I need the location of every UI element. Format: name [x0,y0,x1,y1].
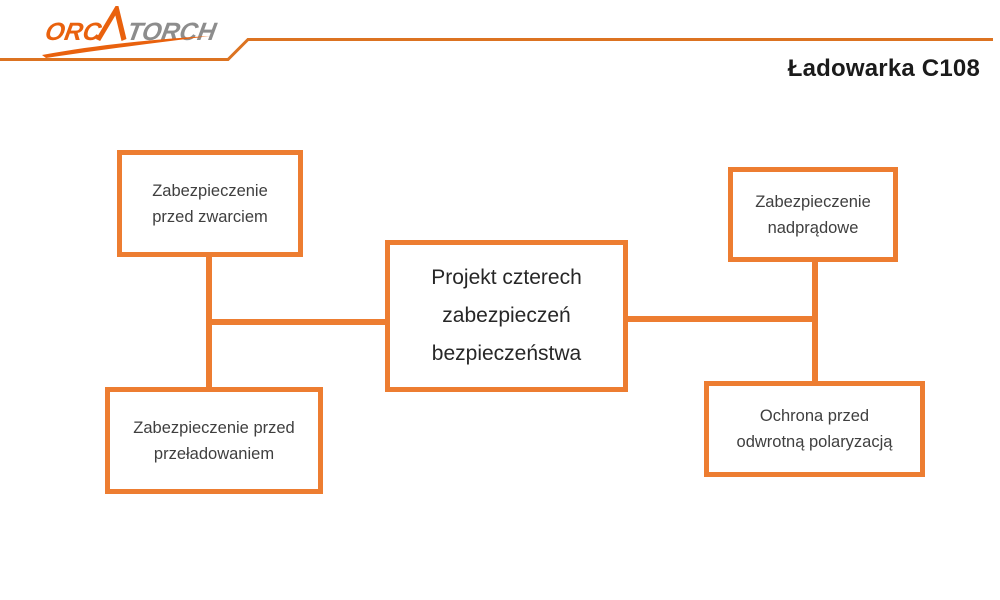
connector-right-vertical [812,262,818,381]
logo-text-orc: ORC [43,18,104,46]
logo-text-torch: TORCH [125,18,218,46]
logo-swoosh-icon [42,36,210,58]
diagram-node-center: Projekt czterech zabezpieczeń bezpieczeń… [385,240,628,392]
connector-right-horizontal [628,316,815,322]
page-title: Ładowarka C108 [787,55,980,82]
diagram-node-overcurrent-protection: Zabezpieczenie nadprądowe [728,167,898,262]
orcatorch-logo: ORC TORCH [42,6,218,58]
connector-left-horizontal [209,319,385,325]
logo-wordmark: ORC TORCH [43,6,218,46]
diagram-node-reverse-polarity-protection: Ochrona przed odwrotną polaryzacją [704,381,925,477]
logo-letter-a-icon [95,6,127,41]
diagram-node-overcharge-protection: Zabezpieczenie przed przeładowaniem [105,387,323,494]
diagram-node-short-circuit-protection: Zabezpieczenie przed zwarciem [117,150,303,257]
